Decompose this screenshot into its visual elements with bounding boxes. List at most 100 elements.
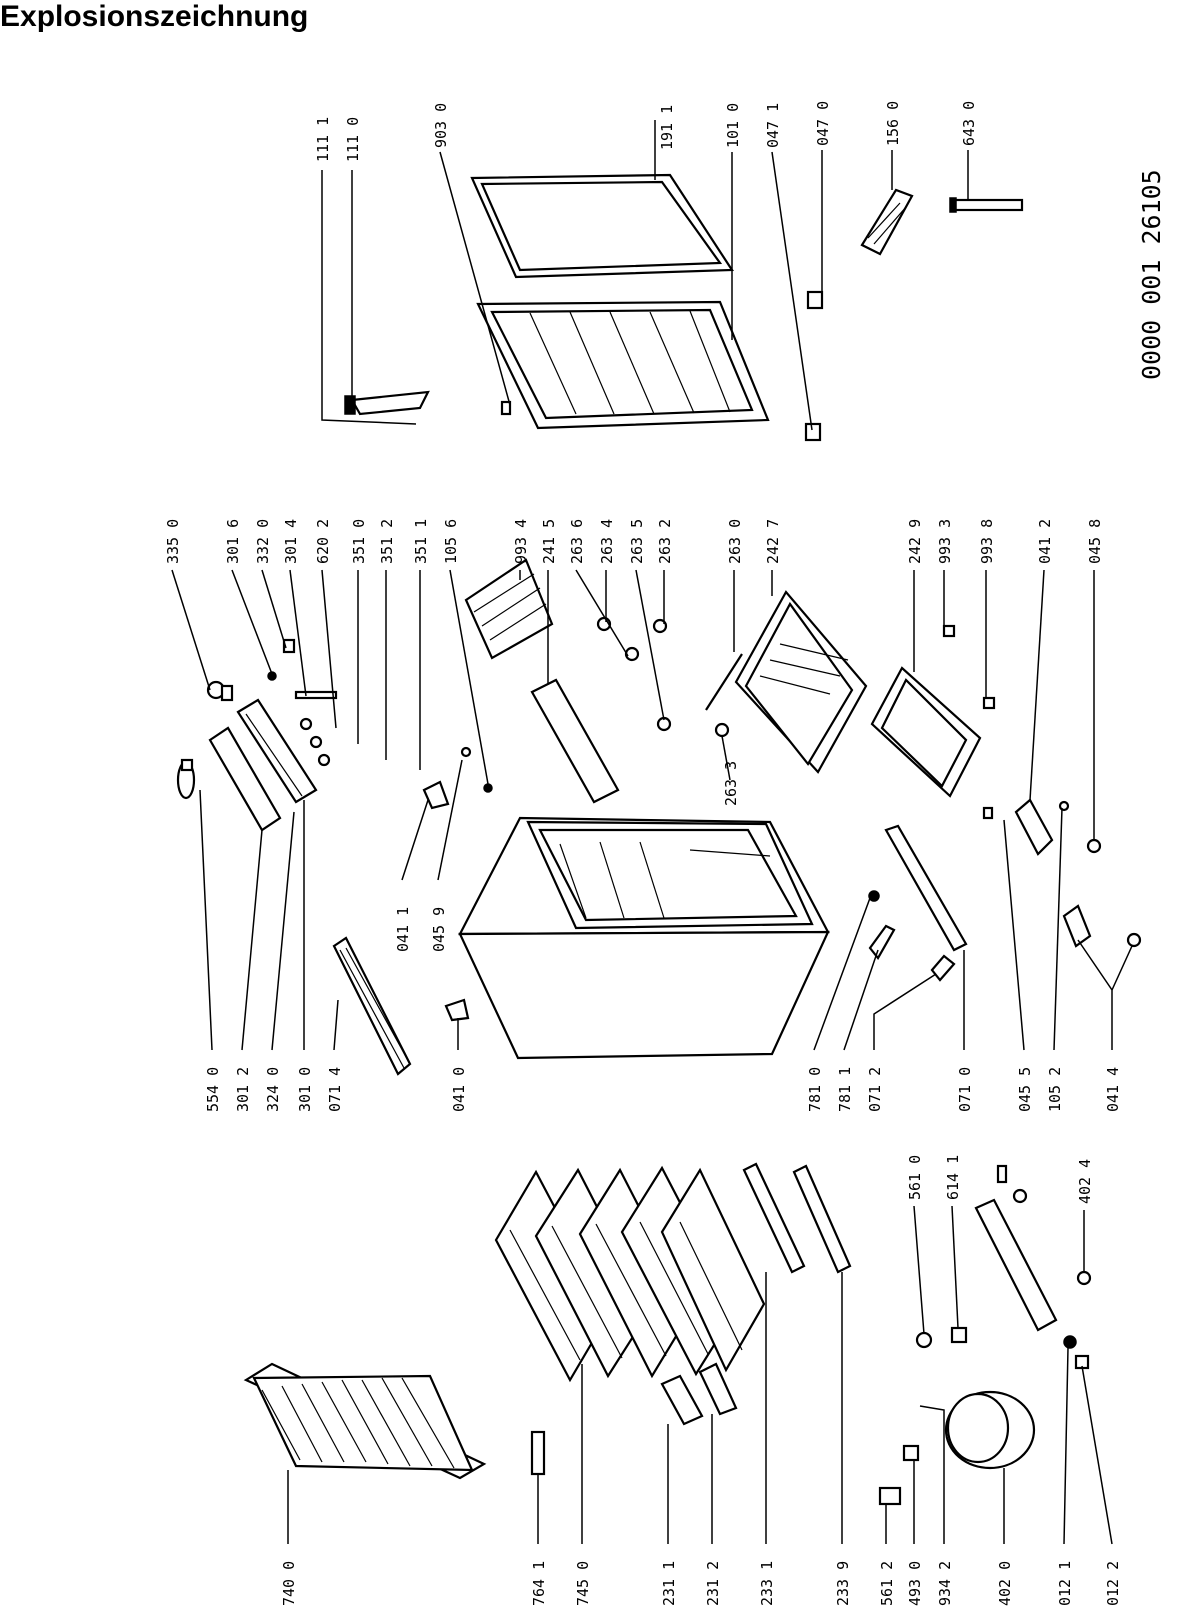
callout-label: 041 0 bbox=[450, 1067, 468, 1112]
door-shelf bbox=[530, 678, 620, 804]
callout-label: 041 2 bbox=[1036, 519, 1054, 564]
callout-label: 993 4 bbox=[512, 519, 530, 564]
callout-label: 041 4 bbox=[1104, 1067, 1122, 1112]
callouts-row1: 111 1 111 0 903 0 191 1 101 0 047 1 047 … bbox=[314, 101, 978, 162]
callout-label: 156 0 bbox=[884, 101, 902, 146]
callout-label: 561 2 bbox=[878, 1561, 896, 1606]
door-panel bbox=[476, 300, 770, 430]
callout-label: 047 0 bbox=[814, 101, 832, 146]
callout-label: 101 0 bbox=[724, 103, 742, 148]
callout-label: 047 1 bbox=[764, 103, 782, 148]
hinge-bracket bbox=[344, 390, 430, 416]
callouts-row5: 740 0 764 1 745 0 231 1 231 2 233 1 233 … bbox=[280, 1561, 1122, 1606]
callout-label: 012 2 bbox=[1104, 1561, 1122, 1606]
hinge-clip-041-1 bbox=[422, 746, 493, 810]
leaders-row1 bbox=[321, 120, 969, 431]
condenser-coil bbox=[243, 1362, 487, 1480]
callout-label: 233 9 bbox=[834, 1561, 852, 1606]
callout-label: 740 0 bbox=[280, 1561, 298, 1606]
callout-label: 335 0 bbox=[164, 519, 182, 564]
callout-label: 561 0 bbox=[906, 1155, 924, 1200]
grille-cover bbox=[464, 558, 554, 660]
callout-label: 781 1 bbox=[836, 1067, 854, 1112]
handle bbox=[949, 197, 1024, 213]
compressor bbox=[944, 1390, 1036, 1470]
callout-label: 332 0 bbox=[254, 519, 272, 564]
callout-label: 903 0 bbox=[432, 103, 450, 148]
bottom-rail bbox=[868, 824, 968, 982]
callout-label: 105 2 bbox=[1046, 1067, 1064, 1112]
callout-label: 351 1 bbox=[412, 519, 430, 564]
leaders-row2 bbox=[171, 569, 1095, 840]
callout-label: 045 5 bbox=[1016, 1067, 1034, 1112]
callout-label: 105 6 bbox=[442, 519, 460, 564]
callouts-row2: 335 0 301 6 332 0 301 4 620 2 351 0 351 … bbox=[164, 519, 1104, 564]
callout-label: 301 6 bbox=[224, 519, 242, 564]
callout-label: 233 1 bbox=[758, 1561, 776, 1606]
callout-label: 493 0 bbox=[906, 1561, 924, 1606]
spring-coil bbox=[176, 758, 196, 800]
door-seal bbox=[470, 173, 734, 279]
callout-label: 643 0 bbox=[960, 101, 978, 146]
callout-label: 934 2 bbox=[936, 1561, 954, 1606]
hinge-clip-041-0 bbox=[444, 998, 470, 1022]
ice-tray bbox=[860, 188, 914, 256]
callout-label: 745 0 bbox=[574, 1561, 592, 1606]
callout-label: 045 9 bbox=[430, 907, 448, 952]
callout-label: 071 2 bbox=[866, 1067, 884, 1112]
callout-label: 263 0 bbox=[726, 519, 744, 564]
callout-label: 041 1 bbox=[394, 907, 412, 952]
callout-label: 301 0 bbox=[296, 1067, 314, 1112]
fridge-cabinet bbox=[458, 816, 830, 1060]
shelf-bars bbox=[742, 1162, 852, 1274]
wire-shelves bbox=[494, 1165, 766, 1383]
callout-label: 263 2 bbox=[656, 519, 674, 564]
callout-label: 554 0 bbox=[204, 1067, 222, 1112]
evaporator-door bbox=[332, 936, 412, 1076]
callout-label: 301 2 bbox=[234, 1067, 252, 1112]
callout-label: 402 4 bbox=[1076, 1159, 1094, 1204]
rod bbox=[705, 653, 743, 711]
freezer-drawer bbox=[734, 590, 868, 774]
document-number: 0000 001 26105 bbox=[1137, 169, 1166, 380]
lower-hinge-parts bbox=[982, 798, 1142, 948]
callouts-row3: 554 0 301 2 324 0 301 0 071 4 041 0 041 … bbox=[204, 761, 1122, 1112]
control-knobs bbox=[267, 638, 338, 767]
callout-label: 402 0 bbox=[996, 1561, 1014, 1606]
callout-label: 620 2 bbox=[314, 519, 332, 564]
small-parts-row4 bbox=[530, 1164, 1092, 1506]
callout-label: 231 2 bbox=[704, 1561, 722, 1606]
callout-label: 324 0 bbox=[264, 1067, 282, 1112]
callout-label: 241 5 bbox=[540, 519, 558, 564]
callout-label: 764 1 bbox=[530, 1561, 548, 1606]
callout-label: 045 8 bbox=[1086, 519, 1104, 564]
callout-label: 242 7 bbox=[764, 519, 782, 564]
callout-label: 781 0 bbox=[806, 1067, 824, 1112]
callout-label: 231 1 bbox=[660, 1561, 678, 1606]
callouts-row4: 561 0 614 1 402 4 bbox=[906, 1155, 1094, 1204]
small-clips-993 bbox=[942, 624, 996, 710]
vegetable-drawer bbox=[870, 666, 982, 798]
small-fittings bbox=[500, 290, 824, 442]
callout-label: 263 6 bbox=[568, 519, 586, 564]
callout-label: 301 4 bbox=[282, 519, 300, 564]
lamp-housing bbox=[206, 680, 282, 832]
callout-label: 071 4 bbox=[326, 1067, 344, 1112]
leaders-row3 bbox=[199, 735, 1133, 1051]
callout-label: 614 1 bbox=[944, 1155, 962, 1200]
callout-label: 111 1 bbox=[314, 117, 332, 162]
callout-label: 263 4 bbox=[598, 519, 616, 564]
callout-label: 191 1 bbox=[658, 105, 676, 150]
callout-label: 263 5 bbox=[628, 519, 646, 564]
callout-label: 993 3 bbox=[936, 519, 954, 564]
callout-label: 351 2 bbox=[378, 519, 396, 564]
callout-label: 071 0 bbox=[956, 1067, 974, 1112]
callout-label: 012 1 bbox=[1056, 1561, 1074, 1606]
callout-label: 242 9 bbox=[906, 519, 924, 564]
page-title: Explosionszeichnung bbox=[0, 0, 309, 33]
upper-shelf-holder bbox=[236, 698, 318, 804]
callout-label: 111 0 bbox=[344, 117, 362, 162]
leaders-row5 bbox=[287, 1205, 1113, 1545]
callout-label: 351 0 bbox=[350, 519, 368, 564]
